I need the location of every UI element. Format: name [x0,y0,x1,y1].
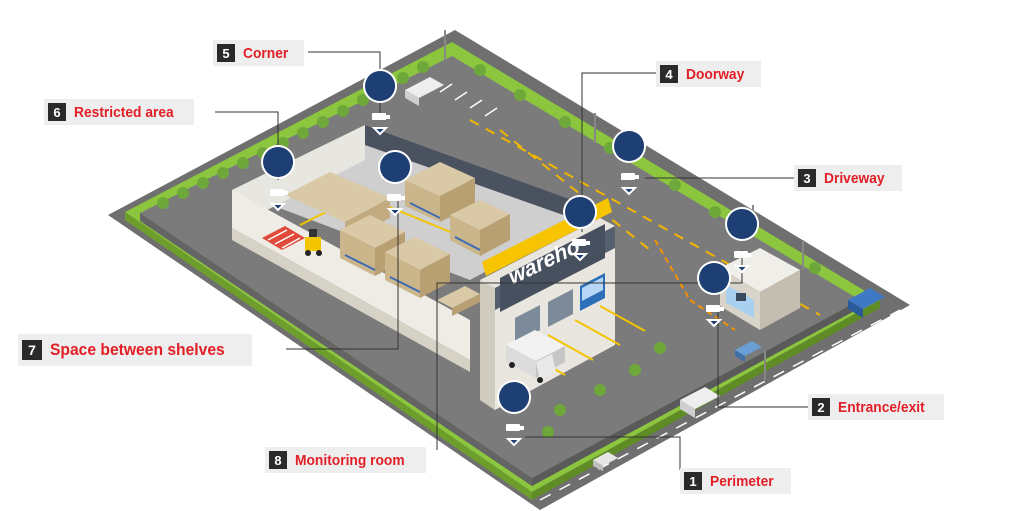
callout-restricted-area: 6 Restricted area [44,99,195,125]
camera-pin-icon [497,380,532,447]
callout-number: 3 [798,169,816,187]
callout-label: Perimeter [710,472,774,490]
callout-doorway: 4 Doorway [656,61,762,87]
camera-pin-icon [363,69,398,136]
camera-pin-icon [563,195,598,262]
camera-pin-icon [378,150,413,217]
callout-label: Restricted area [74,103,174,121]
callout-driveway: 3 Driveway [794,165,902,191]
callout-number: 7 [22,340,42,360]
camera-pin-icon [697,261,732,328]
callout-number: 5 [217,44,235,62]
car-icon [593,341,762,471]
callout-entrance-exit: 2 Entrance/exit [808,394,945,420]
callout-label: Entrance/exit [838,398,925,416]
truck-icon [506,330,565,383]
callout-label: Corner [243,44,289,62]
callout-label: Space between shelves [50,340,225,359]
callout-label: Driveway [824,169,885,187]
callout-number: 6 [48,103,66,121]
camera-pin-icon [261,145,296,212]
forklift-icon [305,229,322,256]
callout-label: Doorway [686,65,745,83]
callout-number: 1 [684,472,702,490]
truck-icon [405,77,885,418]
camera-pin-icon [725,207,760,274]
callout-corner: 5 Corner [213,40,305,66]
callout-perimeter: 1 Perimeter [680,468,792,494]
restricted-area-hatch [262,226,305,250]
callout-number: 4 [660,65,678,83]
callout-label: Monitoring room [295,451,405,469]
callout-space-between-shelves: 7 Space between shelves [18,334,252,366]
camera-pin-icon [612,129,647,196]
callout-number: 2 [812,398,830,416]
tree-icon [157,61,821,438]
shelving-units [285,162,510,298]
callout-monitoring-room: 8 Monitoring room [265,447,427,473]
callout-number: 8 [269,451,287,469]
